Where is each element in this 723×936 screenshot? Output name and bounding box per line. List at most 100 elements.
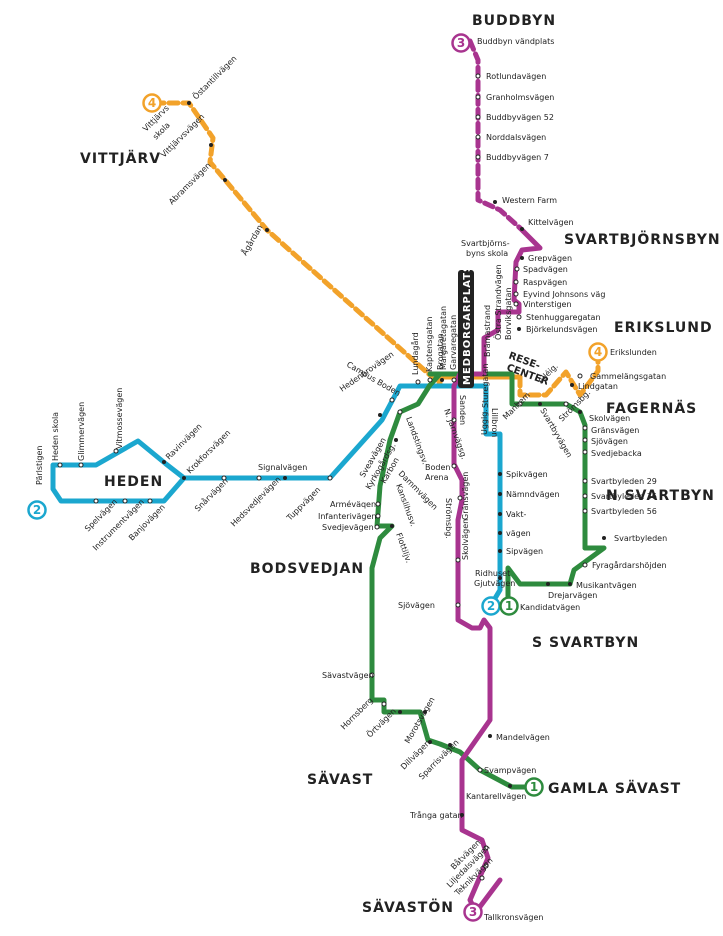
stop-marker-svartbyleden bbox=[602, 536, 606, 540]
stop-lillbron: Lillbron bbox=[490, 408, 499, 437]
stop-marker-svartbyvagen bbox=[538, 402, 542, 406]
stop-kantarellvagen: Kantarellvägen bbox=[466, 792, 526, 801]
stop-boden-arena-2: Arena bbox=[425, 473, 449, 482]
stop-marker-namndvagen bbox=[498, 549, 502, 553]
stop-kandidatvagen: Kandidatvägen bbox=[520, 603, 580, 612]
area-erikslund: ERIKSLUND bbox=[614, 320, 713, 336]
stop-marker-kaptensgatan bbox=[427, 377, 433, 383]
stop-flottiljv: Flottiljv. bbox=[394, 532, 413, 565]
stop-svedjevagen: Svedjevägen bbox=[322, 523, 374, 532]
area-savaston: SÄVASTÖN bbox=[362, 898, 454, 916]
stop-marker-granholmsvagen bbox=[475, 94, 481, 100]
stop-drejarvagen: Drejarvägen bbox=[548, 591, 597, 600]
stop-agardan: Ågårdan bbox=[238, 222, 264, 257]
stop-buddbyvagen7: Buddbyvägen 7 bbox=[486, 153, 549, 162]
area-buddbyn: BUDDBYN bbox=[472, 13, 556, 29]
stop-lundagard: Lundagård bbox=[410, 332, 420, 375]
terminal-1-south-num: 1 bbox=[505, 599, 513, 613]
stop-norddalsvagen: Norddalsvägen bbox=[486, 133, 546, 142]
stop-marker-hedenbrovagen bbox=[378, 413, 382, 417]
stop-marker-sjovagen bbox=[582, 437, 588, 443]
stop-marker-buddbyvagen52 bbox=[475, 114, 481, 120]
stop-snarvagen: Snårvägen bbox=[192, 476, 230, 514]
line-1-loop-north bbox=[427, 371, 588, 551]
stop-vitmossevagen: Vitmossevägen bbox=[115, 388, 124, 449]
stop-landstingsv: Landstingsv. bbox=[404, 416, 430, 466]
stop-parlstigen: Pärlstigen bbox=[35, 446, 44, 485]
stop-sipvagen: Strömsbg. bbox=[444, 498, 453, 539]
area-svartbjornsbyn: SVARTBJÖRNSBYN bbox=[564, 230, 721, 248]
stop-buddbyn-vandplats: Buddbyn vändplats bbox=[477, 37, 554, 46]
stop-gransvagen: Gränsvägen bbox=[591, 426, 639, 435]
stop-marker-krokforsvagen bbox=[182, 476, 186, 480]
stop-ortvagen: Örtvägen bbox=[364, 706, 398, 740]
stop-infanterivagen: Infanterivägen bbox=[318, 512, 377, 521]
stop-marker-eyvind bbox=[513, 291, 519, 297]
stop-marker-ostantillvagen bbox=[187, 101, 191, 105]
stop-marker-morotsvagen bbox=[423, 710, 427, 714]
stop-svartbjornsbyns-skola-2: byns skola bbox=[466, 249, 508, 258]
stop-lindgatan: Lindgatan bbox=[578, 382, 618, 391]
line-1-main bbox=[369, 371, 530, 790]
line-3-north bbox=[467, 38, 523, 231]
stop-tuppvagen: Tuppvägen bbox=[284, 485, 322, 523]
stop-kaptensgatan: Kaptensgatan bbox=[425, 317, 434, 372]
stop-rotlundavagen: Rotlundavägen bbox=[486, 72, 546, 81]
stop-marker-industrivagen bbox=[498, 492, 502, 496]
stop-industrivagen: Nämndvägen bbox=[506, 490, 560, 499]
stop-marker-ortvagen bbox=[398, 710, 402, 714]
stop-marker-batvagen bbox=[483, 845, 489, 851]
stop-marker-gammelangsgatan bbox=[577, 373, 583, 379]
stop-marker-margaretagatan bbox=[451, 377, 457, 383]
stop-bramastrand: Brämastrand bbox=[483, 305, 492, 357]
stop-vaktvagen-1: Ridhuset bbox=[475, 569, 510, 578]
stop-marker-renvagen bbox=[498, 472, 502, 476]
stop-musikantvagen: Musikantvägen bbox=[576, 581, 637, 590]
stop-namndvagen: Sipvägen bbox=[506, 547, 543, 556]
area-fagernas: FAGERNÄS bbox=[606, 400, 697, 417]
stop-marker-snarvagen bbox=[221, 475, 227, 481]
stop-sandens: Sanden bbox=[458, 395, 467, 425]
stop-vinterstigen: Vinterstigen bbox=[523, 300, 572, 309]
stop-sturegatan: Sturegatan bbox=[481, 364, 490, 408]
stop-abramsvagen: Abramsvägen bbox=[167, 161, 213, 207]
terminal-2-south-num: 2 bbox=[487, 599, 495, 613]
stop-marker-dammvagen bbox=[394, 438, 398, 442]
stop-marker-western-farm bbox=[493, 200, 497, 204]
terminal-4-erikslund bbox=[588, 342, 608, 362]
area-savast: SÄVAST bbox=[307, 771, 373, 788]
stop-marker-svedjevagen bbox=[374, 524, 380, 530]
stop-marker-prylvagen bbox=[498, 512, 502, 516]
terminal-3-savaston-num: 3 bbox=[469, 905, 477, 919]
area-vittjarv: VITTJÄRV bbox=[80, 150, 161, 167]
stop-marker-kittelvagen bbox=[520, 227, 524, 231]
stop-svartbyleden: Svartbyleden bbox=[614, 534, 667, 543]
stop-buddbyvagen52: Buddbyvägen 52 bbox=[486, 113, 554, 122]
stop-bjorkelundsvagen: Björkelundsvägen bbox=[526, 325, 597, 334]
stop-marker-vinterstigen bbox=[513, 301, 519, 307]
area-gamlasavast: GAMLA SÄVAST bbox=[548, 780, 681, 797]
stop-marker-bjorkelundsvagen bbox=[517, 327, 521, 331]
stop-marker-boden-arena bbox=[451, 463, 457, 469]
stop-svampvagen: Svampvägen bbox=[484, 766, 536, 775]
stop-hornsberg: Hornsberg bbox=[339, 696, 375, 732]
stop-marker-gransvagen bbox=[582, 425, 588, 431]
area-nsvartbyn: N SVARTBYN bbox=[606, 488, 715, 504]
stop-raspvagen: Raspvägen bbox=[523, 278, 567, 287]
stop-sjovagen: Sjövägen bbox=[591, 437, 628, 446]
stop-marker-brogatan bbox=[440, 378, 444, 382]
terminal-4-vittjarv bbox=[142, 93, 162, 113]
stop-ostra-strandvagen: Östra Strandvägen bbox=[493, 264, 503, 340]
stop-morotsvagen: Morotsvägen bbox=[403, 696, 437, 745]
stop-marker-svartbyleden29 bbox=[582, 478, 588, 484]
stop-marker-musikantvagen bbox=[568, 582, 572, 586]
terminal-1-south bbox=[499, 596, 519, 616]
line-2-main bbox=[181, 383, 503, 603]
stop-vaktvagen-2: Gjutvägen bbox=[474, 579, 515, 588]
stop-tranga-gatan: Trånga gatan bbox=[409, 810, 463, 820]
stop-garvaregatan: Garvaregatan bbox=[449, 315, 458, 370]
stop-mandelvagen: Mandelvägen bbox=[496, 733, 550, 742]
stop-ugglegatan: Ugglg. bbox=[480, 409, 489, 435]
stop-hedsvedjevagen: Hedsvedjevägen bbox=[229, 475, 283, 529]
stop-marker-instrumentvagen bbox=[122, 498, 128, 504]
